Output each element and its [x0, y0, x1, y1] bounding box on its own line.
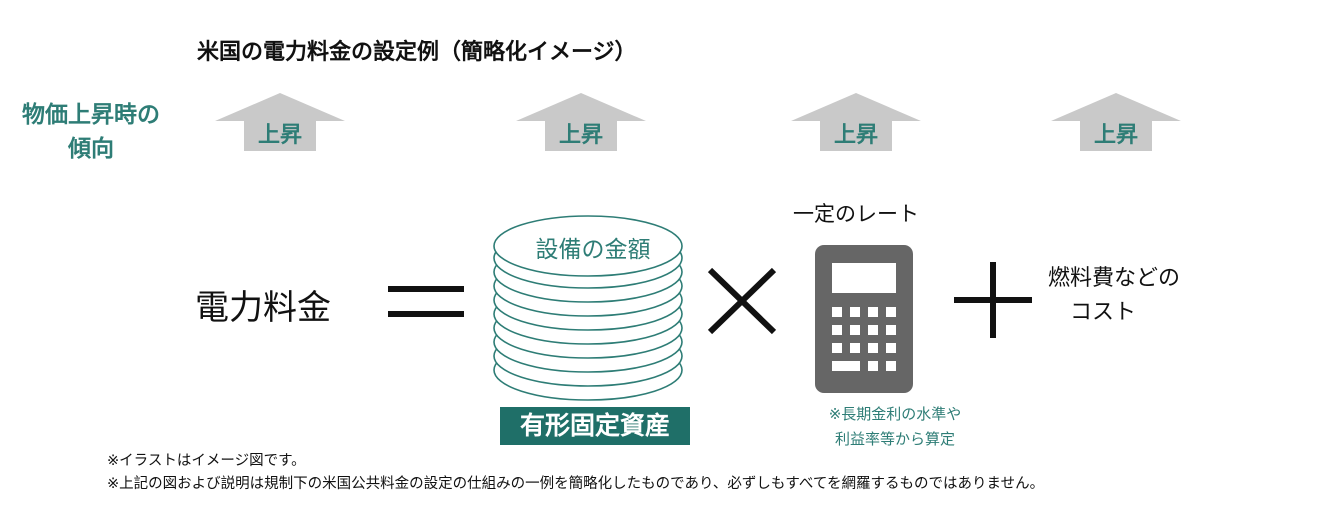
- up-arrow-icon: 上昇: [215, 93, 345, 151]
- arrow-label: 上昇: [257, 123, 302, 148]
- up-arrow-icon: 上昇: [791, 93, 921, 151]
- fixed-rate-label: 一定のレート: [793, 202, 919, 226]
- plus-icon: [954, 262, 1032, 338]
- fuel-cost-label: 燃料費などの コスト: [1048, 262, 1180, 330]
- footnote-disclaimer: ※上記の図および説明は規制下の米国公共料金の設定の仕組みの一例を簡略化したもので…: [107, 476, 1045, 492]
- electricity-rate-label: 電力料金: [195, 288, 331, 328]
- rate-note-line2: 利益率等から算定: [834, 430, 955, 448]
- trend-label-line2: 傾向: [68, 136, 114, 162]
- fuel-cost-line1: 燃料費などの: [1048, 266, 1181, 291]
- up-arrow-icon: 上昇: [516, 93, 646, 151]
- footnote-illustration: ※イラストはイメージ図です。: [107, 453, 306, 469]
- rate-note-line1: ※長期金利の水準や: [828, 405, 962, 423]
- multiply-icon: [707, 267, 777, 335]
- up-arrow-icon: 上昇: [1051, 93, 1181, 151]
- trend-label: 物価上昇時の 傾向: [6, 98, 176, 166]
- rate-note: ※長期金利の水準や 利益率等から算定: [800, 402, 990, 452]
- arrow-label: 上昇: [558, 123, 603, 148]
- trend-label-line1: 物価上昇時の: [22, 102, 160, 128]
- asset-amount-label: 設備の金額: [535, 237, 651, 263]
- arrow-label: 上昇: [833, 123, 878, 148]
- tangible-fixed-assets-box: 有形固定資産: [500, 407, 690, 445]
- arrow-label: 上昇: [1093, 123, 1138, 148]
- diagram-title: 米国の電力料金の設定例（簡略化イメージ）: [197, 40, 637, 65]
- coin-stack-icon: [493, 215, 683, 401]
- calculator-icon: [815, 245, 913, 393]
- fuel-cost-line2: コスト: [1070, 300, 1137, 325]
